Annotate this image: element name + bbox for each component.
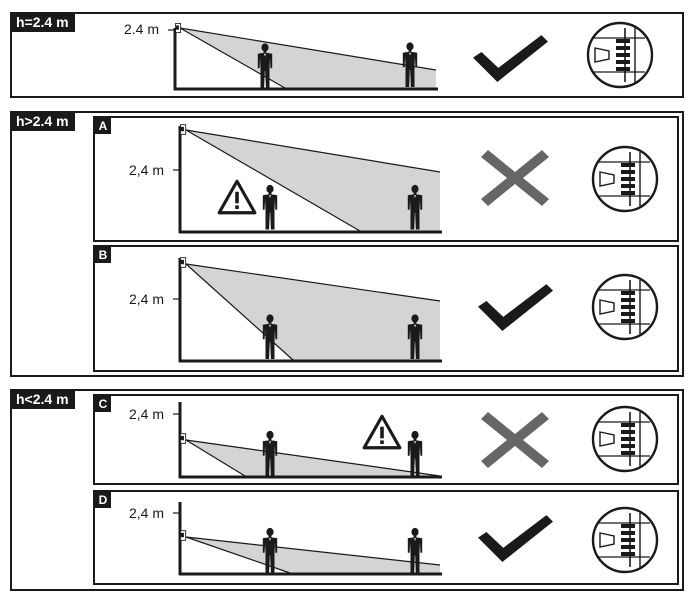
pir-sensor-icon [180,433,187,444]
pir-sensor-icon [180,530,187,541]
sensor-mount-detail-icon [591,273,659,341]
height-label: 2.4 m [124,21,160,37]
diagram-h-equal [168,21,654,91]
diagram-b [173,257,659,363]
height-label: 2,4 m [129,406,165,422]
warning-triangle-icon [217,179,257,215]
height-label: 2,4 m [129,505,165,521]
person-silhouette-icon [262,184,278,230]
cross-icon [481,412,549,468]
checkmark-icon [473,35,548,82]
detection-beam [186,130,440,231]
checkmark-icon [478,284,553,331]
sensor-mount-detail-icon [591,506,659,574]
sensor-mount-detail-icon [586,21,654,89]
subpanel-letter-d: D [95,492,111,508]
diagram-c [173,402,659,479]
height-label: 2,4 m [129,162,165,178]
detection-beam [180,28,436,88]
subpanel-letter-b: B [95,247,111,263]
height-label: 2,4 m [129,291,165,307]
section-tag-h-greater: h>2.4 m [10,111,75,131]
detection-beam [186,537,440,573]
subpanel-letter-a: A [95,118,111,134]
warning-triangle-icon [362,414,402,450]
pir-sensor-icon [180,124,187,135]
sensor-mount-detail-icon [591,405,659,473]
diagram-d [173,502,659,576]
detection-beam [186,264,440,360]
section-tag-h-less: h<2.4 m [10,389,75,409]
section-tag-h-equal: h=2.4 m [10,12,75,32]
pir-sensor-icon [180,257,187,268]
cross-icon [481,150,549,206]
checkmark-icon [478,515,553,562]
sensor-mount-detail-icon [591,145,659,213]
person-silhouette-icon [407,430,423,476]
pir-sensor-icon [175,23,182,33]
diagram-a [173,124,659,234]
subpanel-letter-c: C [95,396,111,412]
